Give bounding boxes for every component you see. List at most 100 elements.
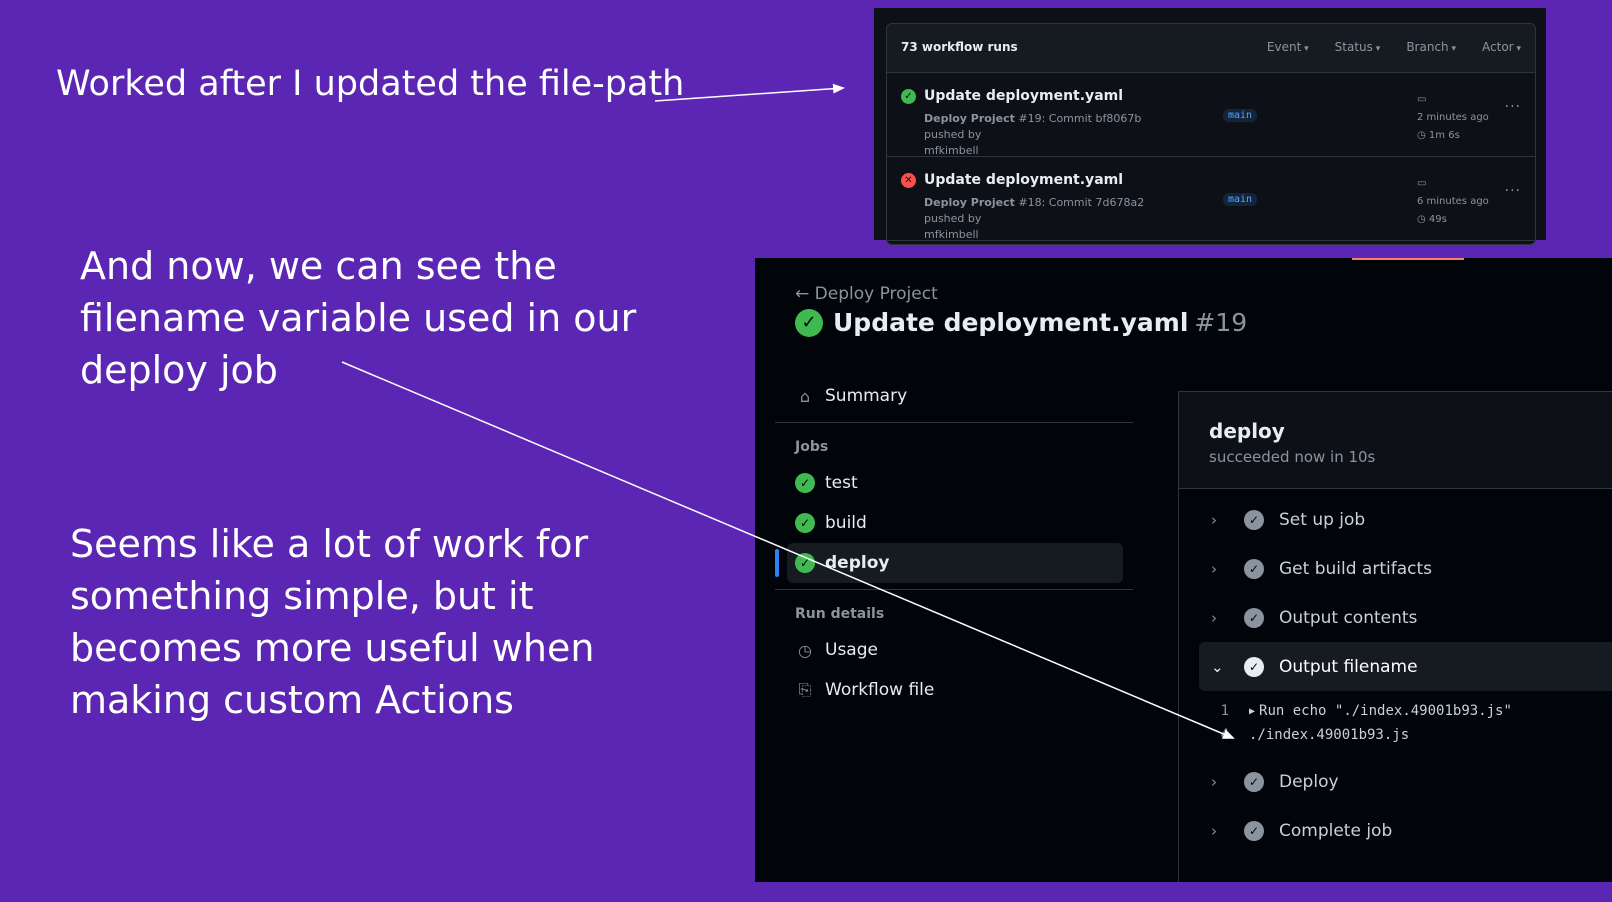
log-text: Run echo "./index.49001b93.js" — [1259, 703, 1512, 719]
expand-triangle-icon[interactable]: ▶ — [1249, 705, 1256, 717]
sidebar-job-deploy[interactable]: ✓ deploy — [775, 543, 1123, 583]
step-get-build-artifacts[interactable]: › ✓ Get build artifacts — [1179, 544, 1612, 593]
check-icon: ✓ — [1244, 607, 1264, 628]
job-header: deploy succeeded now in 10s — [1179, 392, 1612, 489]
step-label: Output contents — [1279, 607, 1418, 628]
back-link[interactable]: ← Deploy Project — [795, 284, 938, 304]
chevron-right-icon: › — [1211, 772, 1217, 791]
step-log-output: 1 ▶ Run echo "./index.49001b93.js" 4 ./i… — [1179, 691, 1612, 757]
log-line: 1 ▶ Run echo "./index.49001b93.js" — [1179, 699, 1612, 723]
filter-actor[interactable]: Actor — [1482, 40, 1521, 54]
check-icon: ✓ — [1244, 820, 1264, 841]
log-text: ./index.49001b93.js — [1249, 727, 1410, 743]
run-title[interactable]: Update deployment.yaml — [924, 172, 1124, 188]
annotation-bottom: Seems like a lot of work for something s… — [70, 522, 595, 722]
success-icon: ✓ — [901, 89, 916, 104]
active-indicator — [775, 549, 779, 577]
step-complete-job[interactable]: › ✓ Complete job — [1179, 806, 1612, 855]
success-icon: ✓ — [795, 553, 815, 573]
filter-status[interactable]: Status — [1335, 40, 1381, 54]
step-label: Get build artifacts — [1279, 558, 1432, 579]
chevron-right-icon: › — [1211, 510, 1217, 529]
workflow-runs-list: 73 workflow runs Event Status Branch Act… — [886, 23, 1536, 245]
step-label: Complete job — [1279, 820, 1393, 841]
check-icon: ✓ — [1244, 509, 1264, 530]
sidebar-item-label: Summary — [825, 386, 908, 406]
step-label: Deploy — [1279, 771, 1339, 792]
step-set-up-job[interactable]: › ✓ Set up job — [1179, 495, 1612, 544]
job-steps: › ✓ Set up job › ✓ Get build artifacts ›… — [1179, 489, 1612, 855]
sidebar-job-test[interactable]: ✓ test — [775, 463, 1130, 503]
more-options-icon[interactable]: ··· — [1504, 99, 1521, 115]
sidebar-item-usage[interactable]: ◷ Usage — [775, 630, 1130, 670]
run-row[interactable]: ✕ Update deployment.yaml Deploy Project … — [887, 157, 1535, 241]
page-title: ✓ Update deployment.yaml#19 — [795, 308, 1247, 337]
branch-badge[interactable]: main — [1223, 193, 1258, 206]
chevron-down-icon: ⌄ — [1211, 657, 1224, 676]
runs-filters: Event Status Branch Actor — [1267, 40, 1521, 54]
job-title: deploy — [1209, 419, 1285, 443]
chevron-right-icon: › — [1211, 821, 1217, 840]
sidebar-item-label: Usage — [825, 640, 878, 660]
success-icon: ✓ — [795, 308, 823, 337]
run-description: Deploy Project #18: Commit 7d678a2 pushe… — [924, 195, 1184, 243]
stopwatch-icon: ◷ — [1417, 130, 1426, 141]
filter-branch[interactable]: Branch — [1406, 40, 1456, 54]
step-output-filename[interactable]: ⌄ ✓ Output filename — [1199, 642, 1612, 691]
run-workflow: Deploy Project — [924, 196, 1015, 209]
line-number: 4 — [1220, 727, 1229, 743]
run-duration: 49s — [1428, 214, 1447, 225]
tab-accent — [1352, 258, 1464, 260]
run-time: 2 minutes ago — [1417, 112, 1489, 123]
arrow-left-icon: ← — [795, 284, 810, 304]
step-label: Output filename — [1279, 656, 1418, 677]
divider — [775, 589, 1133, 590]
run-details-heading: Run details — [795, 606, 885, 622]
branch-badge[interactable]: main — [1223, 109, 1258, 122]
more-options-icon[interactable]: ··· — [1504, 183, 1521, 199]
step-label: Set up job — [1279, 509, 1366, 530]
jobs-heading: Jobs — [795, 439, 829, 455]
stopwatch-icon: ◷ — [1417, 214, 1426, 225]
step-output-contents[interactable]: › ✓ Output contents — [1179, 593, 1612, 642]
run-commit: #18: Commit 7d678a2 pushed by — [924, 196, 1145, 225]
runs-count: 73 workflow runs — [901, 40, 1018, 54]
sidebar-item-summary[interactable]: ⌂ Summary — [775, 376, 1130, 416]
run-commit: #19: Commit bf8067b pushed by — [924, 112, 1142, 141]
workflow-runs-panel: 73 workflow runs Event Status Branch Act… — [874, 8, 1546, 245]
run-number: #19 — [1194, 308, 1248, 337]
run-meta: ▭ 6 minutes ago ◷ 49s — [1417, 175, 1489, 229]
success-icon: ✓ — [795, 513, 815, 533]
run-detail-panel: ← Deploy Project ✓ Update deployment.yam… — [755, 258, 1612, 882]
annotation-middle: And now, we can see the filename variabl… — [80, 244, 637, 392]
check-icon: ✓ — [1244, 558, 1264, 579]
chevron-right-icon: › — [1211, 559, 1217, 578]
stopwatch-icon: ◷ — [798, 640, 812, 660]
chevron-right-icon: › — [1211, 608, 1217, 627]
line-number: 1 — [1220, 703, 1229, 719]
divider — [775, 422, 1133, 423]
step-deploy[interactable]: › ✓ Deploy — [1179, 757, 1612, 806]
sidebar-item-workflow-file[interactable]: ⎘ Workflow file — [775, 670, 1130, 710]
sidebar-item-label: build — [825, 513, 867, 533]
sidebar-item-label: test — [825, 473, 858, 493]
check-icon: ✓ — [1244, 656, 1264, 677]
file-code-icon: ⎘ — [798, 680, 812, 699]
run-title[interactable]: Update deployment.yaml — [924, 88, 1124, 104]
runs-header: 73 workflow runs Event Status Branch Act… — [887, 24, 1535, 73]
check-icon: ✓ — [1244, 771, 1264, 792]
success-icon: ✓ — [795, 473, 815, 493]
run-row[interactable]: ✓ Update deployment.yaml Deploy Project … — [887, 73, 1535, 157]
calendar-icon: ▭ — [1417, 94, 1427, 105]
run-workflow: Deploy Project — [924, 112, 1015, 125]
log-line: 4 ./index.49001b93.js — [1179, 723, 1612, 747]
sidebar-job-build[interactable]: ✓ build — [775, 503, 1130, 543]
job-log-panel: deploy succeeded now in 10s › ✓ Set up j… — [1178, 391, 1612, 882]
calendar-icon: ▭ — [1417, 178, 1427, 189]
job-status: succeeded now in 10s — [1209, 448, 1376, 466]
back-label: Deploy Project — [814, 284, 938, 304]
filter-event[interactable]: Event — [1267, 40, 1309, 54]
sidebar-item-label: Workflow file — [825, 680, 935, 700]
run-actor: mfkimbell — [924, 144, 979, 157]
annotation-top: Worked after I updated the file-path — [56, 64, 685, 104]
